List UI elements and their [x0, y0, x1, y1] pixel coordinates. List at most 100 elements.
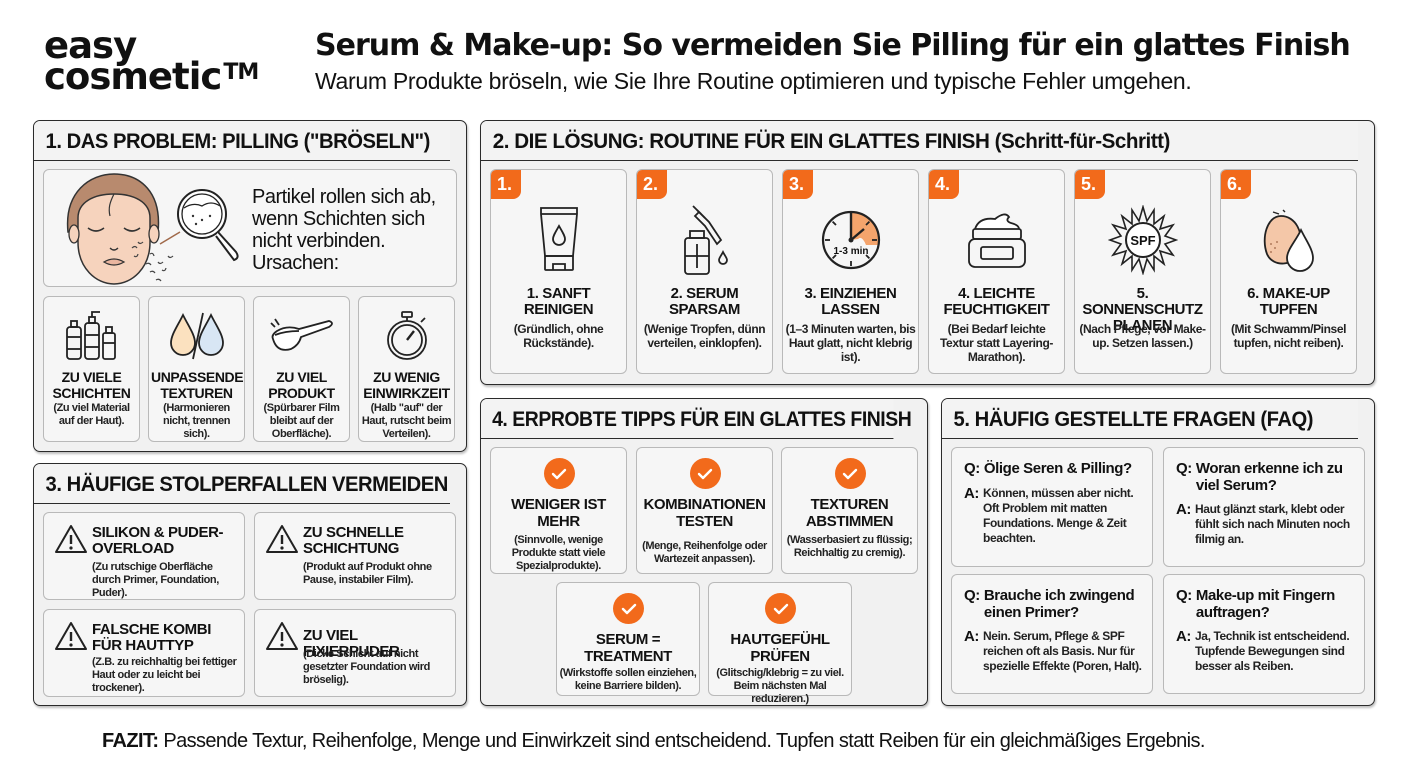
pitfalls-panel: 3. HÄUFIGE STOLPERFALLEN VERMEIDEN SILIK…	[33, 463, 467, 706]
drops-icon	[149, 307, 244, 363]
faq-question: Q:Brauche ich zwingend einen Primer?	[964, 587, 1135, 621]
tip-title: HAUTGEFÜHL PRÜFEN	[730, 631, 830, 665]
step-card: 5. SPF 5. SONNENSCHUTZ PLANEN (Nach Pfle…	[1074, 169, 1211, 374]
step-desc: (Wenige Tropfen, dünn verteilen, einklop…	[643, 322, 766, 350]
brand-line-2: cosmeticTM	[44, 55, 259, 98]
problem-panel: 1. DAS PROBLEM: PILLING ("BRÖSELN")	[33, 120, 467, 452]
cause-title: ZU WENIG EINWIRKZEIT	[363, 369, 450, 401]
faq-card: Q:Woran erkenne ich zu viel Serum? A:Hau…	[1163, 447, 1365, 567]
step-desc: (1–3 Minuten warten, bis Haut glatt, nic…	[785, 322, 916, 364]
cause-desc: (Spürbarer Film bleibt auf der Oberfläch…	[263, 402, 340, 440]
spf-label: SPF	[1130, 233, 1155, 248]
faq-card: Q:Make-up mit Fingern auftragen? A:Ja, T…	[1163, 574, 1365, 694]
faq-answer: A:Haut glänzt stark, klebt oder fühlt si…	[1176, 501, 1350, 546]
conclusion-text: Passende Textur, Reihenfolge, Menge und …	[158, 730, 1205, 752]
step-desc: (Gründlich, ohne Rückstände).	[513, 322, 604, 350]
spf-sun-icon: SPF	[1075, 200, 1210, 280]
tips-heading: 4. ERPROBTE TIPPS FÜR EIN GLATTES FINISH	[481, 399, 912, 439]
cause-card: ZU VIEL PRODUKT (Spürbarer Film bleibt a…	[253, 296, 350, 442]
step-card: 2. 2. SERUM SPARSAM (Wenige Tropfen, dün…	[636, 169, 773, 374]
warning-icon	[54, 620, 88, 652]
faq-card: Q:Brauche ich zwingend einen Primer? A:N…	[951, 574, 1153, 694]
step-title: 5. SONNENSCHUTZ PLANEN	[1082, 285, 1203, 334]
tip-desc: (Wirkstoffe sollen einziehen, keine Barr…	[559, 667, 697, 692]
solution-heading: 2. DIE LÖSUNG: ROUTINE FÜR EIN GLATTES F…	[481, 121, 1358, 161]
warning-icon	[54, 523, 88, 555]
pitfall-desc: (Produkt auf Produkt ohne Pause, instabi…	[303, 561, 432, 586]
check-icon	[834, 458, 866, 489]
pitfall-card: SILIKON & PUDER-OVERLOAD (Zu rutschige O…	[43, 512, 245, 600]
step-title: 4. LEICHTE FEUCHTIGKEIT	[943, 285, 1050, 318]
cause-desc: (Zu viel Material auf der Haut).	[53, 402, 130, 427]
tip-title: TEXTUREN ABSTIMMEN	[805, 496, 894, 530]
cream-jar-icon	[929, 200, 1064, 280]
faq-question: Q:Woran erkenne ich zu viel Serum?	[1176, 460, 1343, 494]
pitfall-card: ZU VIEL FIXIERPUDER (Dicke Schicht auf n…	[254, 609, 456, 697]
step-badge: 6.	[1221, 170, 1251, 199]
pitfall-card: ZU SCHNELLE SCHICHTUNG (Produkt auf Prod…	[254, 512, 456, 600]
tip-desc: (Menge, Reihenfolge oder Wartezeit anpas…	[642, 540, 767, 565]
step-card: 3. 1-3 min 3. EINZIEHEN LASSEN (1–3 Minu…	[782, 169, 919, 374]
pitfall-title: ZU VIEL FIXIERPUDER	[303, 627, 400, 660]
brand-line-1: easy	[44, 24, 137, 67]
pitfall-desc: (Z.B. zu reichhaltig bei fettiger Haut o…	[92, 656, 237, 694]
pitfall-desc: (Dicke Schicht auf nicht gesetzter Found…	[303, 648, 430, 686]
faq-panel: 5. HÄUFIG GESTELLTE FRAGEN (FAQ) Q:Ölige…	[941, 398, 1375, 706]
tips-panel: 4. ERPROBTE TIPPS FÜR EIN GLATTES FINISH…	[480, 398, 928, 706]
cause-desc: (Halb "auf" der Haut, rutscht beim Verte…	[361, 402, 452, 440]
problem-intro-text: Partikel rollen sich ab, wenn Schichten …	[252, 186, 436, 274]
cause-card: ZU WENIG EINWIRKZEIT (Halb "auf" der Hau…	[358, 296, 455, 442]
step-title: 2. SERUM SPARSAM	[668, 285, 741, 318]
step-desc: (Mit Schwamm/Pinsel tupfen, nicht reiben…	[1230, 322, 1347, 350]
face-with-magnifier-icon	[50, 172, 250, 286]
pitfall-title: FALSCHE KOMBI FÜR HAUTTYP	[92, 621, 211, 654]
faq-card: Q:Ölige Seren & Pilling? A:Können, müsse…	[951, 447, 1153, 567]
cause-title: UNPASSENDE TEXTUREN	[151, 369, 244, 401]
tip-desc: (Wasserbasiert zu flüssig; Reichhaltig z…	[786, 534, 913, 559]
brand-logo: easy cosmeticTM	[44, 24, 259, 98]
problem-intro-card: Partikel rollen sich ab, wenn Schichten …	[43, 169, 457, 287]
warning-icon	[265, 523, 299, 555]
faq-heading: 5. HÄUFIG GESTELLTE FRAGEN (FAQ)	[942, 399, 1358, 439]
cleanser-tube-icon	[491, 200, 626, 280]
page-title: Serum & Make-up: So vermeiden Sie Pillin…	[315, 28, 1351, 63]
step-title: 1. SANFT REINIGEN	[523, 285, 594, 318]
step-badge: 5.	[1075, 170, 1105, 199]
tip-card: HAUTGEFÜHL PRÜFEN (Glitschig/klebrig = z…	[708, 582, 852, 705]
step-desc: (Nach Pflege, vor Make-up. Setzen lassen…	[1079, 322, 1206, 350]
spoon-icon	[254, 307, 349, 363]
stopwatch-icon	[359, 307, 454, 363]
step-card: 4. 4. LEICHTE FEUCHTIGKEIT (Bei Bedarf l…	[928, 169, 1065, 374]
tip-title: SERUM = TREATMENT	[584, 631, 672, 665]
timer-label: 1-3 min	[833, 246, 868, 257]
conclusion: FAZIT: Passende Textur, Reihenfolge, Men…	[102, 730, 1205, 753]
faq-answer: A:Können, müssen aber nicht. Oft Problem…	[964, 485, 1134, 545]
cause-desc: (Harmonieren nicht, trennen sich).	[162, 402, 231, 440]
tip-card: TEXTUREN ABSTIMMEN (Wasserbasiert zu flü…	[781, 447, 918, 574]
cause-card: UNPASSENDE TEXTUREN (Harmonieren nicht, …	[148, 296, 245, 442]
pitfall-title: SILIKON & PUDER-OVERLOAD	[92, 524, 224, 557]
tip-desc: (Sinnvolle, wenige Produkte statt viele …	[511, 534, 606, 572]
step-title: 6. MAKE-UP TUPFEN	[1247, 285, 1330, 318]
tip-card: WENIGER IST MEHR (Sinnvolle, wenige Prod…	[490, 447, 627, 574]
step-badge: 3.	[783, 170, 813, 199]
step-card: 6. 6. MAKE-UP TUPFEN (Mit Schwamm/Pinsel…	[1220, 169, 1357, 374]
step-badge: 2.	[637, 170, 667, 199]
faq-answer: A:Ja, Technik ist entscheidend. Tupfende…	[1176, 628, 1350, 673]
problem-heading: 1. DAS PROBLEM: PILLING ("BRÖSELN")	[34, 121, 450, 161]
conclusion-label: FAZIT:	[102, 730, 159, 752]
cause-card: ZU VIELE SCHICHTEN (Zu viel Material auf…	[43, 296, 140, 442]
step-desc: (Bei Bedarf leichte Textur statt Layerin…	[940, 322, 1053, 364]
faq-question: Q:Make-up mit Fingern auftragen?	[1176, 587, 1335, 621]
pitfalls-heading: 3. HÄUFIGE STOLPERFALLEN VERMEIDEN	[34, 464, 450, 504]
page-subtitle: Warum Produkte bröseln, wie Sie Ihre Rou…	[315, 68, 1192, 94]
step-badge: 4.	[929, 170, 959, 199]
serum-dropper-icon	[637, 200, 772, 280]
tip-card: KOMBINATIONEN TESTEN (Menge, Reihenfolge…	[636, 447, 773, 574]
step-card: 1. 1. SANFT REINIGEN (Gründlich, ohne Rü…	[490, 169, 627, 374]
check-icon	[613, 593, 644, 624]
step-badge: 1.	[491, 170, 521, 199]
check-icon	[543, 458, 575, 489]
pitfall-desc: (Zu rutschige Oberfläche durch Primer, F…	[92, 561, 219, 599]
pitfall-title: ZU SCHNELLE SCHICHTUNG	[303, 524, 404, 557]
